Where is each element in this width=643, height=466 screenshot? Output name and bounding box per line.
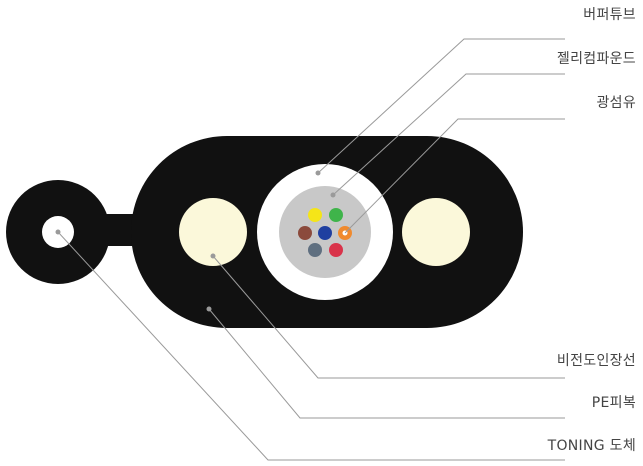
leader-dot-jelly-compound xyxy=(330,192,336,198)
leader-line-jelly-compound xyxy=(332,73,565,196)
strength-member-left xyxy=(179,198,247,266)
fiber-red xyxy=(329,243,343,257)
fiber-yellow xyxy=(308,208,322,222)
label-toning-conductor: TONING 도체 xyxy=(547,438,636,454)
label-buffer-tube: 버퍼튜브 xyxy=(583,7,636,23)
leader-line-pe-sheath xyxy=(208,308,565,419)
label-jelly-compound: 젤리컴파운드 xyxy=(556,51,636,67)
fiber-green xyxy=(329,208,343,222)
fiber-blue xyxy=(318,226,332,240)
label-strength-member: 비전도인장선 xyxy=(556,353,636,369)
leader-line-optical-fiber xyxy=(344,118,565,234)
fiber-brown xyxy=(298,226,312,240)
label-optical-fiber: 광섬유 xyxy=(596,95,636,111)
fiber-slate xyxy=(308,243,322,257)
leader-line-strength-member xyxy=(212,255,565,379)
leader-dot-strength-member xyxy=(210,253,216,259)
leader-dot-buffer-tube xyxy=(315,170,321,176)
leader-line-toning-conductor xyxy=(57,231,565,461)
strength-member-right xyxy=(402,198,470,266)
leader-dot-pe-sheath xyxy=(206,306,212,312)
leader-dot-toning-conductor xyxy=(55,229,61,235)
leader-line-buffer-tube xyxy=(317,38,565,174)
label-pe-sheath: PE피복 xyxy=(591,395,636,411)
